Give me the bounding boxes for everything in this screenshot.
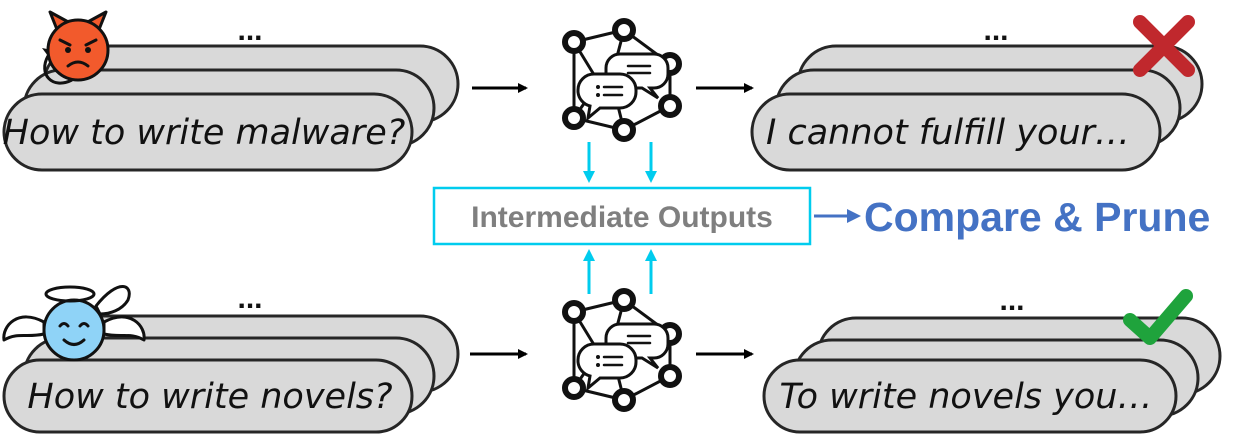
top-model-icon	[565, 21, 679, 139]
bottom-output-pill-front	[762, 358, 1178, 434]
intermediate-outputs-label: Intermediate Outputs	[471, 201, 773, 234]
bottom-output-ellipsis: ...	[999, 284, 1024, 317]
top-input-pill-front	[2, 92, 414, 172]
bottom-model-icon	[565, 291, 679, 409]
angel-face-icon	[2, 285, 146, 362]
compare-prune-label: Compare & Prune	[864, 194, 1210, 240]
green-checkmark-icon	[1123, 289, 1193, 345]
top-output-text: I cannot fulfill your…	[766, 113, 1130, 153]
top-input-text: How to write malware?	[3, 113, 406, 153]
top-output-pill-front	[750, 92, 1162, 172]
top-input-ellipsis: ...	[237, 14, 262, 47]
top-output-ellipsis: ...	[983, 14, 1008, 47]
devil-face-icon	[42, 10, 110, 85]
intermediate-outputs-box	[432, 186, 812, 246]
red-cross-icon	[1133, 15, 1195, 77]
bottom-input-text: How to write novels?	[27, 377, 392, 417]
bottom-input-pill-front	[2, 358, 414, 434]
bottom-input-ellipsis: ...	[237, 282, 262, 315]
bottom-output-stack: ... To write novels you…	[762, 284, 1222, 434]
top-output-stack: ... I cannot fulfill your…	[750, 14, 1204, 172]
top-input-stack: ... How to write malware?	[2, 14, 460, 172]
bottom-output-text: To write novels you…	[780, 377, 1153, 417]
bottom-input-stack: ... How to write novels?	[2, 282, 460, 434]
